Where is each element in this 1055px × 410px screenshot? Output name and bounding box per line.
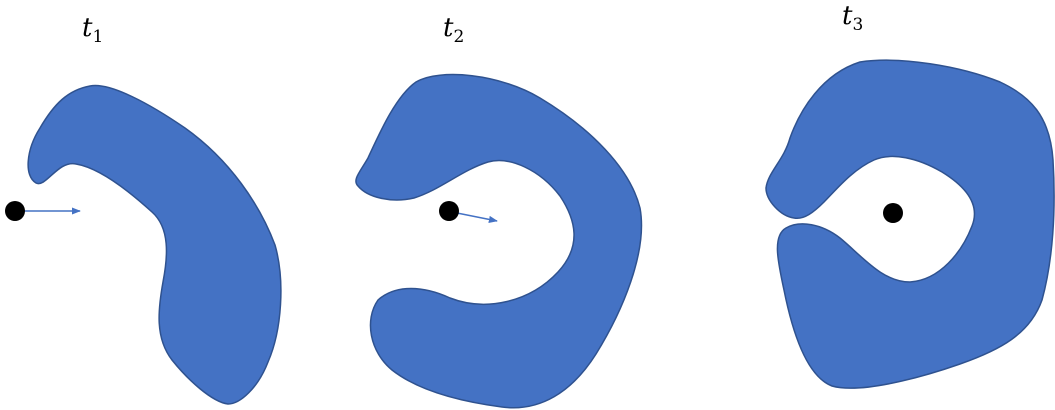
- panel-t1: t1: [5, 13, 281, 404]
- time-label-t1-subscript: 1: [92, 27, 103, 47]
- time-label-t1: t1: [82, 13, 103, 47]
- blob-shape-t2: [356, 75, 642, 408]
- panel-t3: t3: [766, 1, 1054, 388]
- point-marker-t2: [439, 201, 459, 221]
- motion-arrow-t2: [452, 212, 497, 221]
- time-label-t3: t3: [842, 1, 863, 35]
- panel-t2: t2: [356, 13, 642, 408]
- time-label-t1-letter: t: [82, 13, 93, 43]
- blob-shape-t3: [766, 60, 1054, 388]
- point-marker-t1: [5, 201, 25, 221]
- time-label-t2-subscript: 2: [453, 27, 464, 47]
- time-label-t2-letter: t: [443, 13, 454, 43]
- time-label-t3-letter: t: [842, 1, 853, 31]
- blob-shape-t1: [28, 86, 281, 404]
- point-marker-t3: [883, 203, 903, 223]
- time-label-t3-subscript: 3: [852, 15, 863, 35]
- time-label-t2: t2: [443, 13, 464, 47]
